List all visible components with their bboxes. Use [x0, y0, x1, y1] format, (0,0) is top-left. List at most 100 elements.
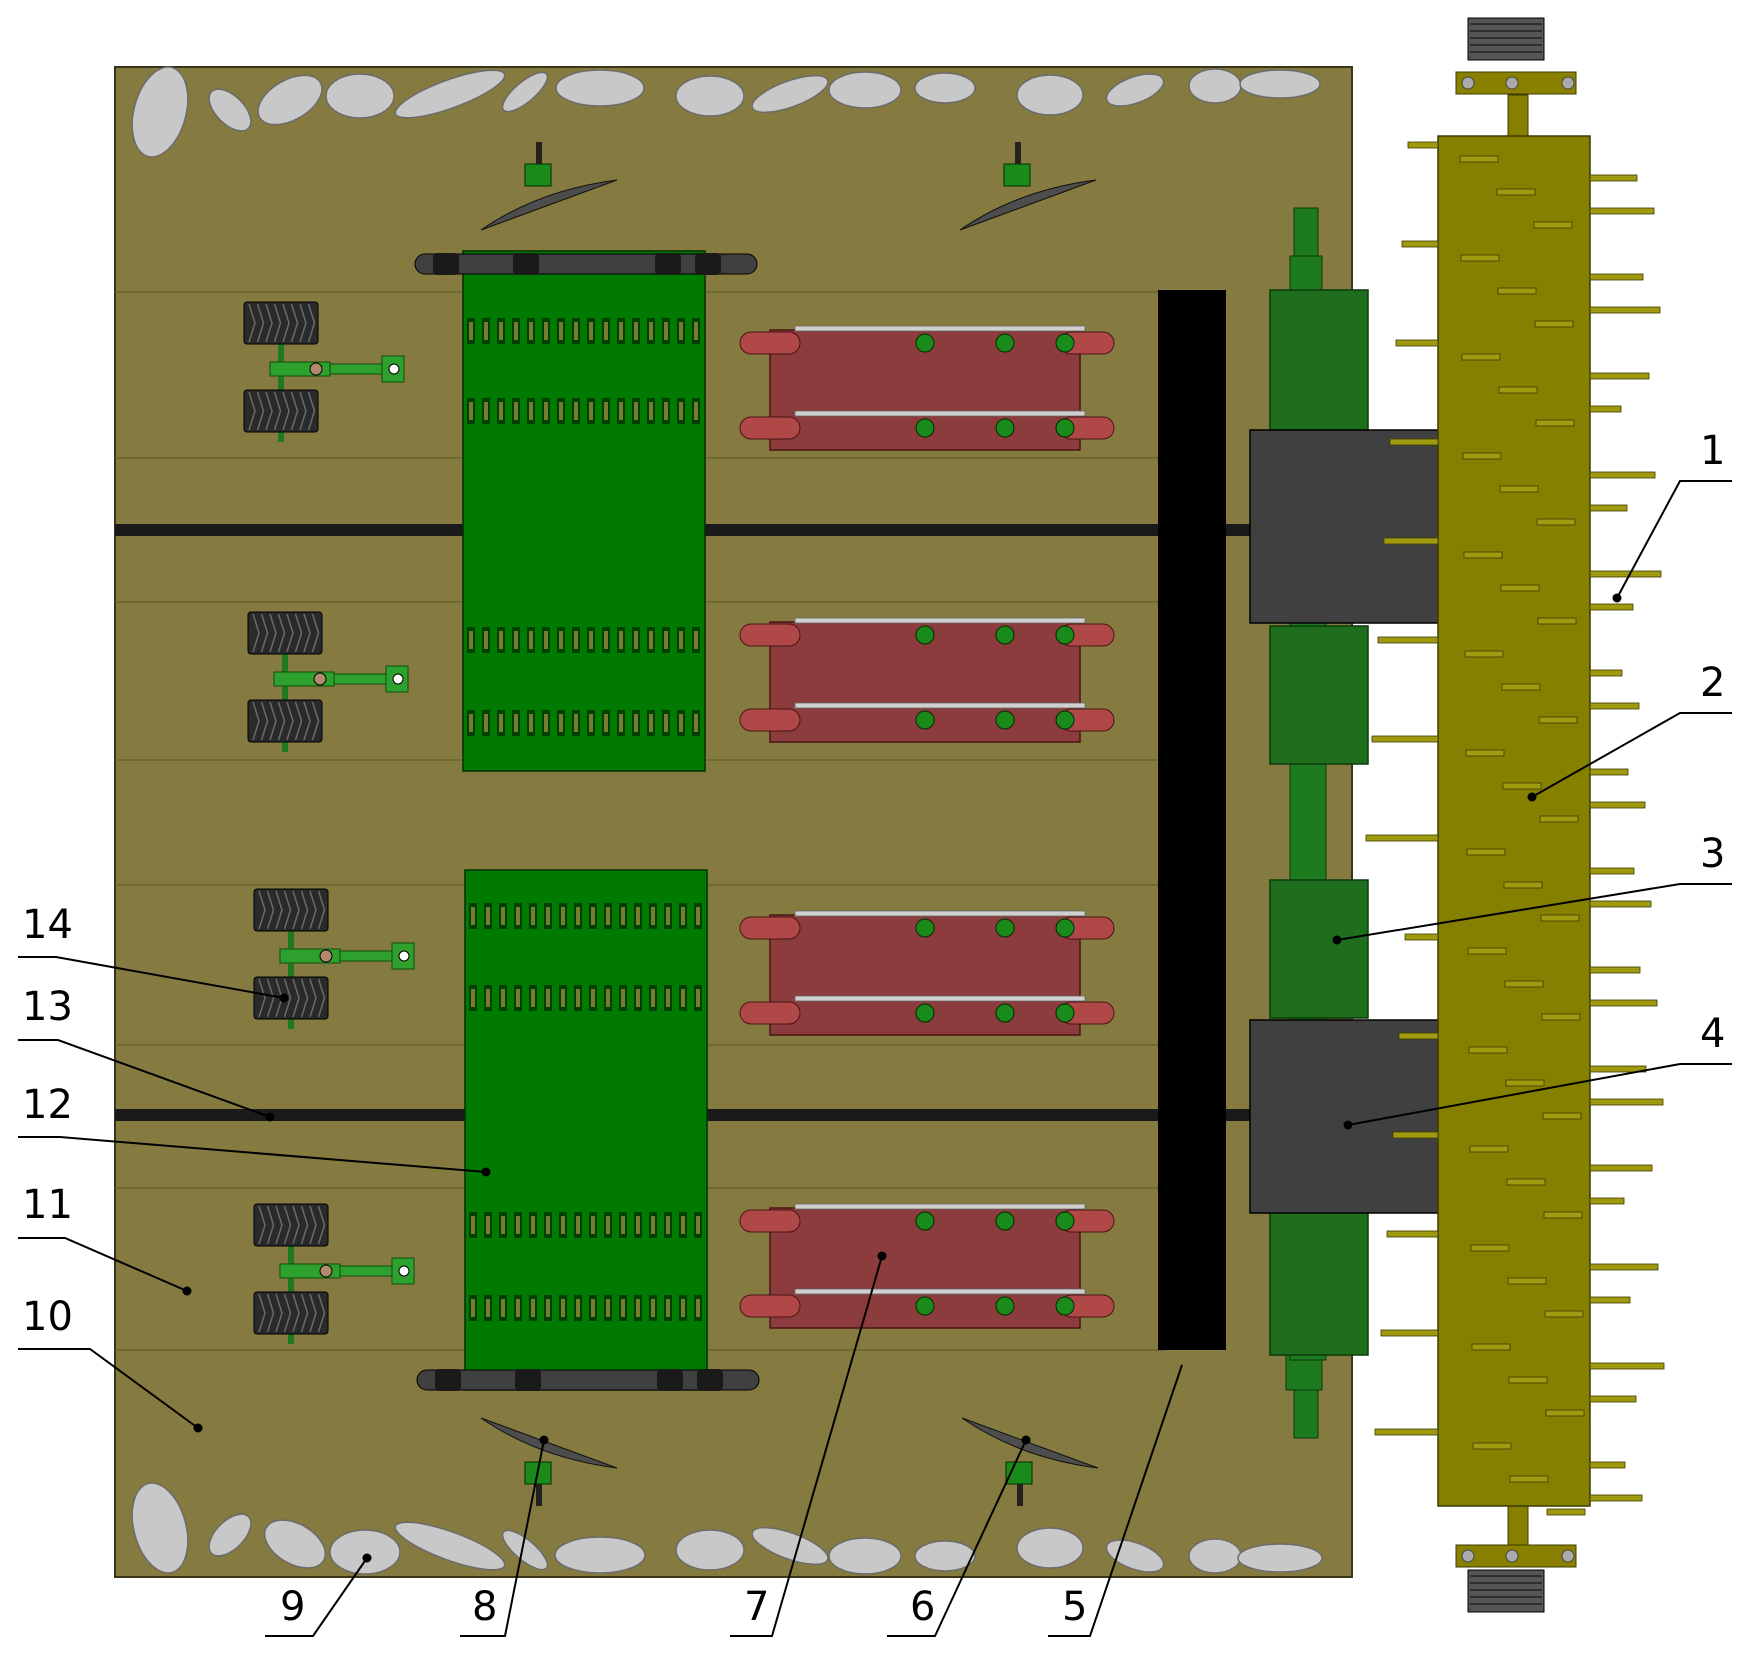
blade-mount: [524, 163, 552, 187]
tire-tread: [300, 890, 309, 930]
tire-tread: [258, 1205, 266, 1245]
roller-end-left: [739, 1209, 801, 1233]
conveyor-slot-gap: [529, 402, 533, 420]
conveyor-slot-gap: [546, 1216, 550, 1234]
drum-tine: [1498, 386, 1538, 394]
callout-label-7: 7: [744, 1584, 769, 1630]
conveyor-slot-gap: [681, 1299, 685, 1317]
conveyor-slot-gap: [606, 907, 610, 925]
roller-knob: [995, 1003, 1015, 1023]
rotor-tine: [1383, 537, 1439, 545]
pivot: [319, 949, 333, 963]
conveyor-slot-gap: [694, 714, 698, 732]
roller-knob: [1055, 1296, 1075, 1316]
hitch-pin: [398, 950, 410, 962]
conveyor-slot-gap: [634, 714, 638, 732]
callout-label-12: 12: [22, 1082, 73, 1128]
blade-disc: [480, 179, 618, 231]
callout-dot-9: [362, 1553, 372, 1563]
drum-tine: [1507, 1277, 1547, 1285]
conveyor-slot-gap: [471, 907, 475, 925]
conveyor-slot-gap: [634, 402, 638, 420]
rotor-tine: [1589, 1164, 1653, 1172]
tire-tread: [266, 1205, 275, 1245]
roller-rail: [794, 702, 1086, 709]
conveyor-slot-gap: [621, 1299, 625, 1317]
roller-knob: [915, 418, 935, 438]
conveyor-slot-gap: [499, 402, 503, 420]
drum-tine: [1460, 254, 1500, 262]
conveyor-slot-gap: [679, 322, 683, 340]
rotor-tine: [1589, 669, 1623, 677]
drum-tine: [1499, 485, 1539, 493]
conveyor-slot-gap: [531, 989, 535, 1007]
conveyor-slot-gap: [649, 322, 653, 340]
callout-leader-8: [460, 1439, 545, 1637]
conveyor-slot-gap: [576, 1299, 580, 1317]
hitch-bar: [339, 950, 401, 962]
stone: [1237, 1543, 1323, 1573]
conveyor-slot-gap: [681, 907, 685, 925]
rotor-tine: [1589, 273, 1644, 281]
roller-rail: [794, 325, 1086, 332]
flange-bolt: [1461, 1549, 1475, 1563]
conveyor-slot-gap: [649, 402, 653, 420]
tire-tread: [317, 1205, 326, 1245]
drum-tine: [1500, 584, 1540, 592]
conveyor-slot-gap: [559, 631, 563, 649]
tire-tread: [283, 1293, 292, 1333]
conveyor-slot-gap: [666, 1299, 670, 1317]
roller-knob: [1055, 710, 1075, 730]
conveyor-slot-gap: [576, 907, 580, 925]
tire-tread: [317, 978, 326, 1018]
rotor-tine: [1404, 933, 1439, 941]
conveyor-slot-gap: [514, 631, 518, 649]
conveyor-slot-gap: [469, 322, 473, 340]
roller-knob: [915, 918, 935, 938]
callout-leader-7: [730, 1255, 883, 1637]
tire-tread: [299, 303, 307, 343]
rotor-tine: [1589, 1395, 1637, 1403]
drum-tine: [1459, 155, 1499, 163]
conveyor-slot-gap: [681, 989, 685, 1007]
tire-tread: [266, 978, 275, 1018]
rotor-tine: [1589, 405, 1622, 413]
callout-label-1: 1: [1700, 428, 1725, 474]
flange-bolt: [1505, 76, 1519, 90]
tire-tread: [265, 303, 273, 343]
drum-tine: [1461, 353, 1501, 361]
conveyor-slot-gap: [484, 402, 488, 420]
roller-knob: [1055, 333, 1075, 353]
drum-tine: [1504, 980, 1544, 988]
conveyor-slot-gap: [591, 989, 595, 1007]
callout-dot-8: [539, 1435, 549, 1445]
conveyor-slot-gap: [529, 631, 533, 649]
stone: [1016, 1527, 1084, 1569]
callout-label-8: 8: [472, 1584, 497, 1630]
drum-tine: [1468, 1046, 1508, 1054]
drum-tine: [1535, 419, 1575, 427]
callout-dot-1: [1612, 593, 1622, 603]
shaft-housing: [1269, 625, 1369, 765]
blade-assembly: [480, 142, 618, 231]
roller-knob: [915, 625, 935, 645]
drum-tine: [1463, 551, 1503, 559]
conveyor-slot-gap: [561, 1216, 565, 1234]
conveyor-slot-gap: [666, 1216, 670, 1234]
tire-tread: [277, 613, 286, 653]
conveyor-slot-gap: [529, 322, 533, 340]
rotor-tine: [1589, 867, 1635, 875]
roller-clamp: [655, 253, 681, 275]
conveyor-slot-gap: [636, 907, 640, 925]
tire-tread: [300, 1293, 309, 1333]
callout-dot-6: [1021, 1435, 1031, 1445]
drum-tine: [1534, 320, 1574, 328]
callout-leader-12: [18, 1136, 487, 1173]
tire-tread: [252, 701, 260, 741]
tire-tread: [294, 701, 303, 741]
tire-tread: [307, 303, 316, 343]
stone: [131, 66, 189, 158]
tire-tread: [290, 391, 299, 431]
drum-tine: [1503, 881, 1543, 889]
